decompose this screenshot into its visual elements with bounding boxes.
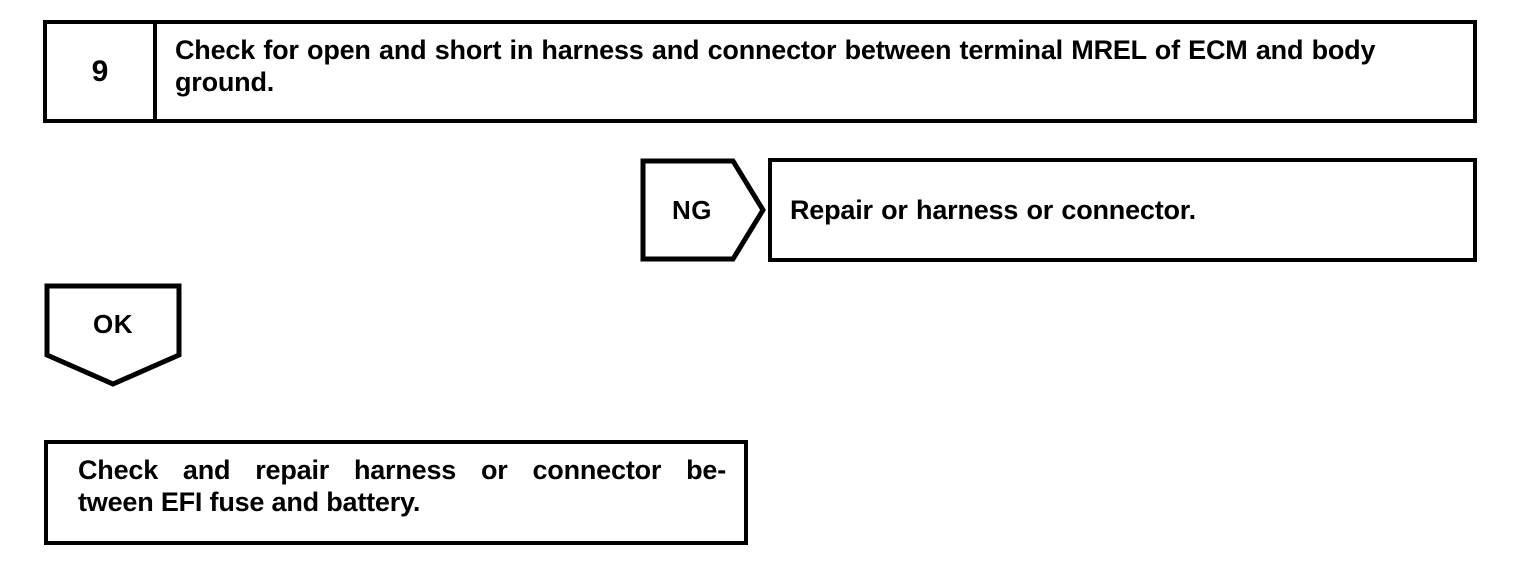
step-text-cell: Check for open and short in harness and … xyxy=(157,24,1473,119)
final-action-line-2: tween EFI fuse and battery. xyxy=(78,487,421,517)
final-action-line-1: Check and repair harness or connector be… xyxy=(78,455,726,485)
ok-branch-pentagon xyxy=(44,283,182,387)
ng-result-text: Repair or harness or connector. xyxy=(790,195,1196,225)
step-instruction-text: Check for open and short in harness and … xyxy=(175,35,1376,97)
final-action-box: Check and repair harness or connector be… xyxy=(44,440,748,545)
final-action-text: Check and repair harness or connector be… xyxy=(78,454,726,518)
step-number-cell: 9 xyxy=(47,24,157,119)
ng-branch-pentagon xyxy=(640,158,766,262)
step-number: 9 xyxy=(91,54,109,88)
ng-result-box: Repair or harness or connector. xyxy=(768,158,1477,262)
step-instruction-box: 9 Check for open and short in harness an… xyxy=(43,20,1477,123)
